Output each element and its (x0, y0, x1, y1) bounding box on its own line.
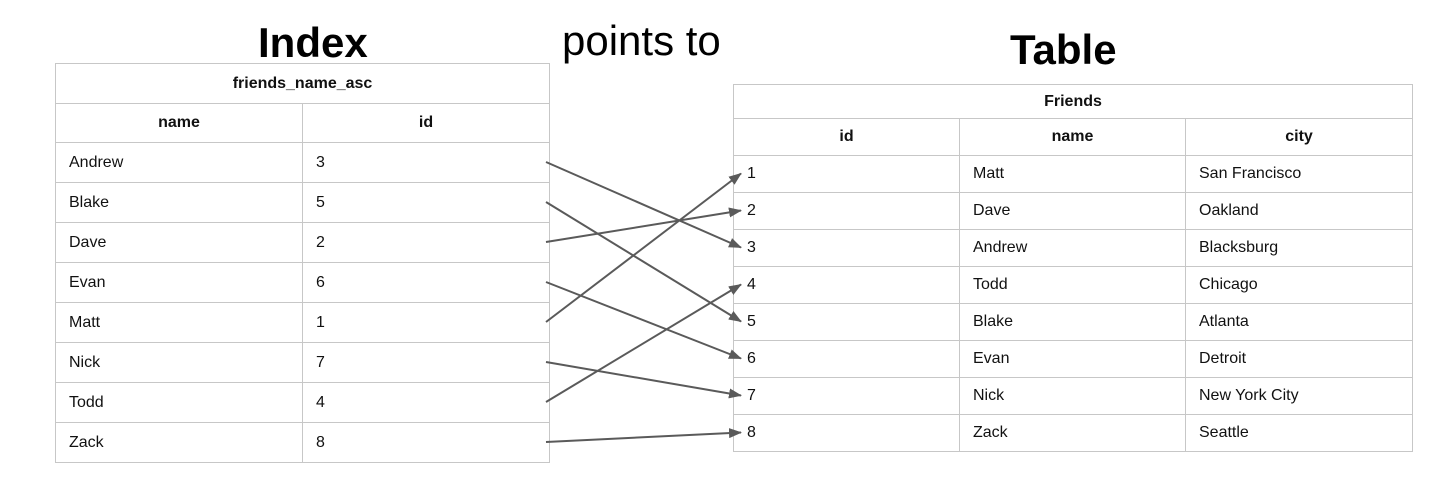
friends-cell-name: Zack (959, 414, 1186, 452)
index-table-row: Todd 4 (55, 382, 551, 423)
points-to-label: points to (562, 17, 721, 64)
pointer-arrow (545, 172, 742, 323)
index-table-row: Dave 2 (55, 222, 551, 263)
friends-table-name: Friends (732, 84, 1414, 119)
index-cell-name: Blake (55, 182, 303, 223)
friends-cell-id: 6 (733, 340, 960, 378)
friends-table: Friends id name city 1 Matt San Francisc… (732, 84, 1414, 452)
table-title: Table (1010, 26, 1117, 73)
index-table-name: friends_name_asc (54, 63, 551, 104)
index-table-header-row: name id (55, 103, 551, 143)
friends-cell-city: Detroit (1184, 340, 1414, 378)
friends-table-row: 6 Evan Detroit (733, 340, 1414, 378)
index-table-row: Zack 8 (55, 422, 551, 463)
index-col-header-name: name (55, 103, 303, 143)
friends-cell-city: New York City (1184, 377, 1414, 415)
friends-cell-id: 2 (733, 192, 960, 230)
index-table-row: Matt 1 (55, 302, 551, 343)
friends-cell-id: 4 (733, 266, 960, 304)
index-cell-id: 4 (301, 382, 551, 423)
friends-table-row: 8 Zack Seattle (733, 414, 1414, 452)
friends-cell-name: Evan (959, 340, 1186, 378)
index-table-row: Blake 5 (55, 182, 551, 223)
index-cell-id: 2 (301, 222, 551, 263)
index-table-row: Evan 6 (55, 262, 551, 303)
friends-cell-id: 7 (733, 377, 960, 415)
friends-cell-name: Todd (959, 266, 1186, 304)
friends-cell-id: 8 (733, 414, 960, 452)
index-title: Index (258, 19, 368, 66)
friends-table-row: 7 Nick New York City (733, 377, 1414, 415)
friends-table-row: 5 Blake Atlanta (733, 303, 1414, 341)
index-cell-id: 6 (301, 262, 551, 303)
index-table-row: Andrew 3 (55, 142, 551, 183)
friends-table-row: 3 Andrew Blacksburg (733, 229, 1414, 267)
index-cell-name: Todd (55, 382, 303, 423)
friends-cell-id: 3 (733, 229, 960, 267)
friends-table-row: 2 Dave Oakland (733, 192, 1414, 230)
friends-cell-id: 1 (733, 155, 960, 193)
index-col-header-id: id (301, 103, 551, 143)
friends-table-row: 4 Todd Chicago (733, 266, 1414, 304)
index-cell-id: 3 (301, 142, 551, 183)
index-cell-id: 5 (301, 182, 551, 223)
pointer-arrow (545, 361, 742, 399)
pointer-arrow (545, 207, 742, 243)
friends-cell-name: Matt (959, 155, 1186, 193)
friends-cell-name: Blake (959, 303, 1186, 341)
index-cell-id: 7 (301, 342, 551, 383)
pointer-arrow (545, 281, 742, 360)
index-cell-id: 8 (301, 422, 551, 463)
friends-col-header-id: id (733, 118, 960, 156)
friends-table-header-row: id name city (733, 118, 1414, 156)
index-cell-name: Evan (55, 262, 303, 303)
index-cell-name: Nick (55, 342, 303, 383)
friends-cell-id: 5 (733, 303, 960, 341)
friends-cell-city: Atlanta (1184, 303, 1414, 341)
friends-cell-city: San Francisco (1184, 155, 1414, 193)
friends-cell-name: Nick (959, 377, 1186, 415)
friends-cell-city: Blacksburg (1184, 229, 1414, 267)
friends-cell-city: Oakland (1184, 192, 1414, 230)
friends-cell-city: Seattle (1184, 414, 1414, 452)
pointer-arrow (545, 161, 742, 249)
index-table-row: Nick 7 (55, 342, 551, 383)
friends-col-header-city: city (1184, 118, 1414, 156)
friends-cell-name: Dave (959, 192, 1186, 230)
index-cell-name: Dave (55, 222, 303, 263)
friends-col-header-name: name (959, 118, 1186, 156)
pointer-arrow (545, 283, 742, 403)
index-table-title-row: friends_name_asc (54, 63, 551, 104)
index-cell-name: Zack (55, 422, 303, 463)
index-cell-name: Andrew (55, 142, 303, 183)
pointer-arrow (545, 201, 742, 323)
pointer-arrow (545, 428, 742, 443)
friends-table-title-row: Friends (732, 84, 1414, 119)
friends-table-row: 1 Matt San Francisco (733, 155, 1414, 193)
index-cell-id: 1 (301, 302, 551, 343)
friends-cell-name: Andrew (959, 229, 1186, 267)
index-cell-name: Matt (55, 302, 303, 343)
friends-cell-city: Chicago (1184, 266, 1414, 304)
index-table: friends_name_asc name id Andrew 3 Blake … (54, 63, 551, 463)
